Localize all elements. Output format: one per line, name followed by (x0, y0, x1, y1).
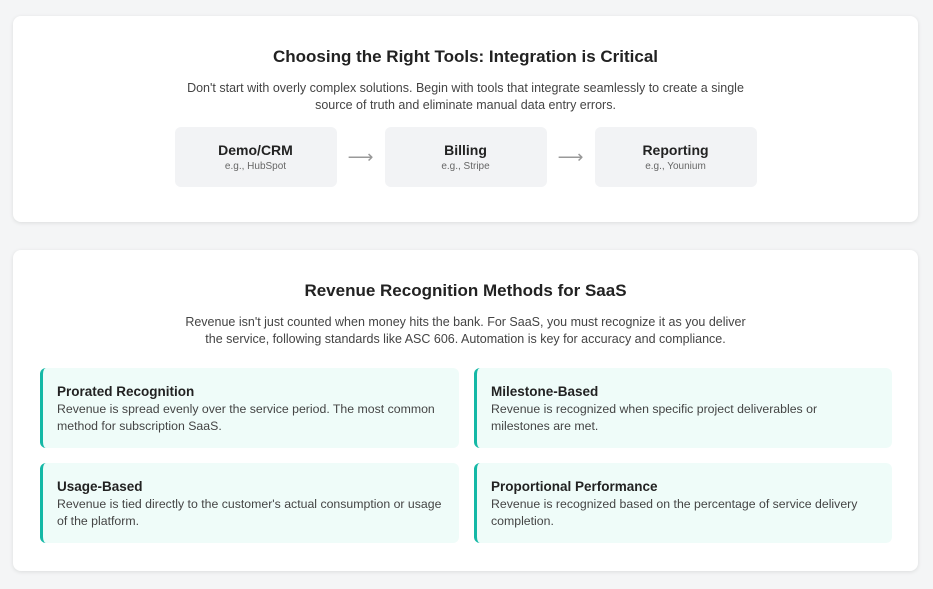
method-title: Proportional Performance (491, 479, 658, 494)
step-example: e.g., Younium (645, 161, 706, 172)
method-description: Revenue is tied directly to the customer… (57, 497, 442, 528)
method-description: Revenue is recognized based on the perce… (491, 497, 858, 528)
method-description: Revenue is spread evenly over the servic… (57, 402, 435, 433)
method-description: Revenue is recognized when specific proj… (491, 402, 818, 433)
tools-title: Choosing the Right Tools: Integration is… (272, 47, 658, 66)
step-crm: Demo/CRM e.g., HubSpot (174, 127, 337, 187)
tools-flow: Demo/CRM e.g., HubSpot ⟶ Billing e.g., Str… (13, 127, 918, 187)
method-title: Usage-Based (57, 479, 143, 494)
arrow-right-icon: ⟶ (557, 146, 584, 167)
step-example: e.g., Stripe (441, 161, 490, 172)
method-title: Prorated Recognition (57, 384, 195, 399)
tools-description: Don't start with overly complex solution… (187, 81, 744, 112)
tools-card: Choosing the Right Tools: Integration is… (13, 16, 918, 222)
arrow-right-icon: ⟶ (347, 146, 374, 167)
revenue-card: Revenue Recognition Methods for SaaS Rev… (13, 250, 918, 571)
revenue-title: Revenue Recognition Methods for SaaS (304, 281, 627, 300)
step-example: e.g., HubSpot (224, 161, 287, 172)
step-title: Billing (444, 142, 487, 158)
revenue-description: Revenue isn't just counted when money hi… (185, 315, 746, 346)
method-title: Milestone-Based (491, 384, 599, 399)
step-title: Reporting (642, 142, 709, 158)
step-billing: Billing e.g., Stripe (384, 127, 547, 187)
step-reporting: Reporting e.g., Younium (594, 127, 757, 187)
step-title: Demo/CRM (218, 142, 293, 158)
